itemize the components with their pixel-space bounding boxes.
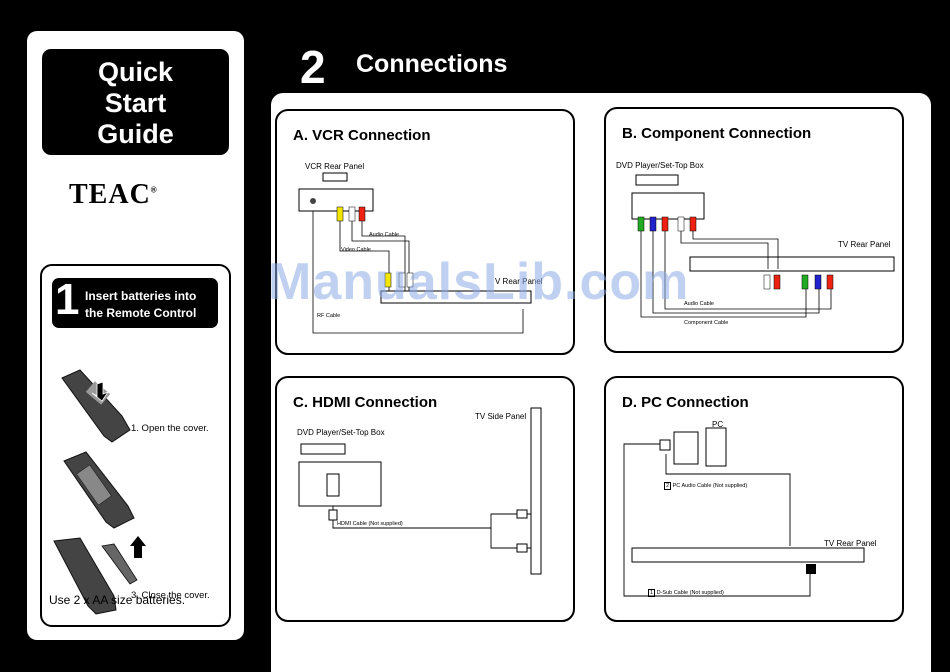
pc-label: PC [712, 420, 724, 429]
hdmi-tv-side-panel-label: TV Side Panel [475, 412, 527, 421]
component-dvd-box-label: DVD Player/Set-Top Box [616, 161, 704, 170]
step-1-header: 1 Insert batteries into the Remote Contr… [52, 275, 218, 328]
vcr-connection-diagram [298, 172, 532, 334]
component-tv-rear-panel-label: TV Rear Panel [838, 240, 891, 249]
vcr-rear-panel-label: VCR Rear Panel [305, 162, 365, 171]
component-connection-panel: B. Component Connection DVD Player/Set-T… [604, 107, 904, 353]
hdmi-connection-panel: C. HDMI Connection TV Side Panel DVD Pla… [275, 376, 575, 622]
hdmi-connection-diagram [298, 407, 542, 575]
vcr-tv-rear-panel-label: V Rear Panel [495, 277, 543, 286]
step-1-box: 1 Insert batteries into the Remote Contr… [40, 264, 231, 627]
dsub-cable-text: D-Sub Cable (Not supplied) [656, 590, 724, 596]
vcr-audio-cable-label: Audio Cable [369, 232, 399, 238]
title-line-1: Quick [97, 57, 174, 87]
watermark: ManualsLib.com [268, 253, 690, 311]
title-line-3: Guide [97, 119, 174, 149]
vcr-video-cable-label: Video Cable [341, 247, 371, 253]
pc-audio-cable-text: PC Audio Cable (Not supplied) [672, 483, 748, 489]
hdmi-connection-title: C. HDMI Connection [293, 394, 438, 411]
step-1-close-cover-text: 3. Close the cover. [131, 590, 210, 601]
step-1-number: 1 [55, 275, 80, 324]
remote-insert-batteries-illustration [63, 451, 135, 529]
step-1-title: Insert batteries into the Remote Control [85, 288, 217, 322]
component-connection-title: B. Component Connection [622, 125, 812, 142]
pc-tv-rear-panel-label: TV Rear Panel [824, 539, 877, 548]
pc-audio-marker: 2 [664, 482, 672, 490]
vcr-connection-panel: A. VCR Connection VCR Rear Panel Audio C… [275, 109, 575, 355]
component-connection-diagram [631, 174, 895, 318]
hdmi-dvd-box-label: DVD Player/Set-Top Box [297, 428, 385, 437]
section-number: 2 [300, 41, 326, 93]
step-1-title-line-2: the Remote Control [85, 306, 197, 320]
pc-connection-diagram [623, 427, 865, 597]
quick-start-guide-title: Quick Start Guide [42, 49, 229, 155]
brand-name: TEAC [69, 179, 151, 210]
step-1-open-cover-text: 1. Open the cover. [131, 423, 209, 434]
remote-close-cover-illustration [53, 536, 146, 615]
quick-start-sidebar: Quick Start Guide TEAC® 1 Insert batteri… [27, 31, 244, 640]
dsub-cable-label: 1 D-Sub Cable (Not supplied) [648, 589, 724, 597]
pc-connection-panel: D. PC Connection PC 2 PC Audio Cable (No… [604, 376, 904, 622]
component-cable-label: Component Cable [684, 320, 729, 326]
battery-size-note: Use 2 x AA size batteries. [49, 593, 186, 607]
vcr-connection-title: A. VCR Connection [293, 127, 431, 144]
dsub-marker: 1 [648, 589, 656, 597]
remote-open-cover-illustration [61, 369, 131, 443]
remote-illustrations [53, 369, 146, 615]
pc-audio-cable-label: 2 PC Audio Cable (Not supplied) [664, 482, 748, 490]
hdmi-cable-label: HDMI Cable (Not supplied) [337, 521, 403, 527]
section-title: Connections [356, 50, 508, 78]
component-audio-cable-label: Audio Cable [684, 301, 714, 307]
vcr-rf-cable-label: RF Cable [317, 313, 341, 319]
teac-logo: TEAC® [69, 179, 158, 211]
title-line-2: Start [104, 88, 167, 118]
brand-mark: ® [150, 185, 158, 195]
connections-area: A. VCR Connection VCR Rear Panel Audio C… [271, 93, 931, 672]
step-1-title-line-1: Insert batteries into [85, 289, 197, 303]
pc-connection-title: D. PC Connection [622, 394, 749, 411]
